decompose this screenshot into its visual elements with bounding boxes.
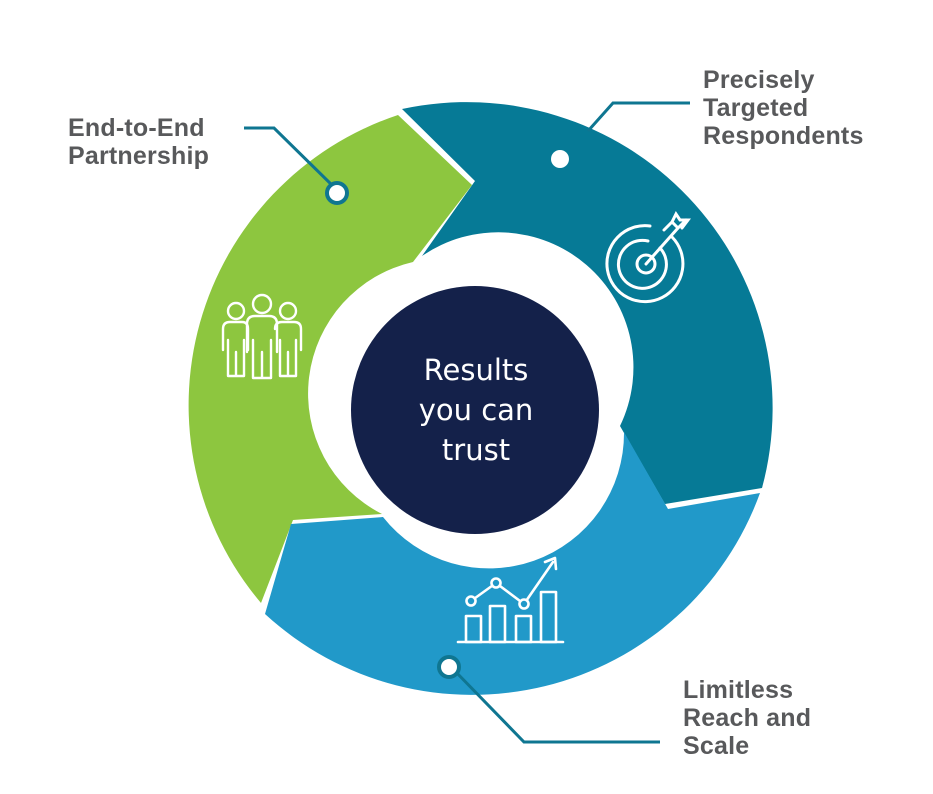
segment-end-to-end	[188, 115, 472, 603]
target-arrow-icon	[605, 211, 691, 304]
callout-line-end-to-end	[244, 126, 339, 192]
label-line: Scale	[683, 732, 750, 760]
center-line-1: Results	[423, 353, 529, 387]
label-line: Targeted	[703, 94, 809, 122]
center-line-3: trust	[441, 433, 511, 467]
label-line: Limitless	[683, 676, 794, 704]
label-end-to-end: End-to-End Partnership	[68, 114, 209, 170]
segment-reach	[265, 432, 760, 695]
callout-dot-targeted	[551, 150, 569, 168]
people-group-icon	[221, 293, 303, 380]
callout-line-reach	[450, 666, 660, 744]
segment-targeted	[402, 102, 773, 505]
label-line: End-to-End	[68, 114, 205, 142]
growth-chart-icon	[456, 556, 565, 644]
center-title: Results you can trust	[352, 286, 600, 534]
center-circle	[351, 286, 599, 534]
callout-dot-end-to-end	[325, 181, 349, 205]
callout-line-targeted	[586, 101, 690, 132]
center-line-2: you can	[418, 393, 534, 427]
label-line: Precisely	[703, 66, 815, 94]
label-reach: Limitless Reach and Scale	[683, 676, 811, 760]
label-line: Partnership	[68, 142, 210, 170]
label-line: Respondents	[703, 122, 864, 150]
label-line: Reach and	[683, 704, 812, 732]
label-targeted: Precisely Targeted Respondents	[703, 66, 864, 150]
callout-dot-reach	[437, 655, 461, 679]
